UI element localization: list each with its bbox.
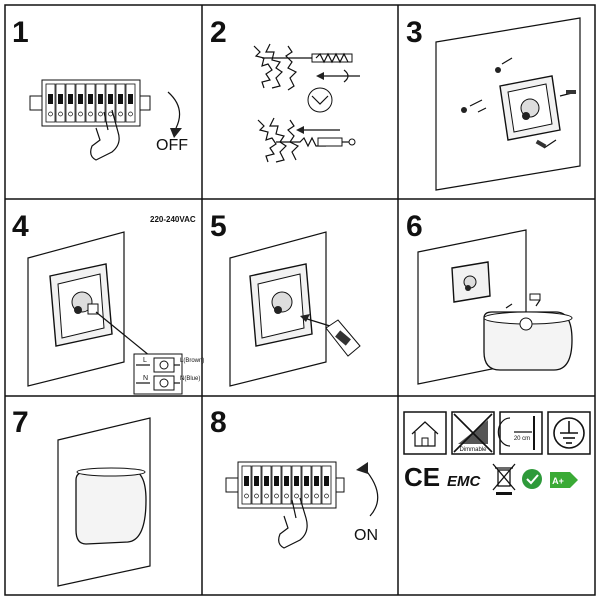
panel-grid: [4, 4, 596, 596]
hand-icon: [90, 109, 120, 161]
detail-leader-line: [95, 311, 151, 357]
dimmable-label: Dimmable: [459, 447, 487, 453]
emc-mark-icon: EMC: [447, 473, 482, 490]
panel-step-7: 7: [12, 406, 151, 587]
indoor-use-icon: [403, 411, 447, 455]
panel-symbols: Dimmable 20 cm CE EMC: [403, 411, 591, 495]
panel-step-6: 6: [406, 210, 573, 385]
l-wire-label: L(Brown): [180, 358, 204, 364]
anchor-detail-icon: [307, 87, 333, 113]
step-number-1: 1: [12, 16, 29, 49]
lamp-housing-icon: [483, 311, 573, 371]
panel-step-2: 2: [210, 16, 360, 163]
step-number-7: 7: [12, 406, 29, 439]
gu10-bulb-icon: [325, 319, 361, 357]
panel-step-5: 5: [210, 210, 361, 387]
weee-bin-icon: [492, 463, 516, 495]
junction-box-icon: [249, 263, 313, 347]
ce-mark-icon: CE: [404, 462, 440, 492]
on-label: ON: [354, 527, 378, 544]
recycle-icon: [522, 469, 542, 489]
off-label: OFF: [156, 137, 188, 154]
panel-step-8: 8 ON: [210, 406, 379, 549]
breaker-panel-icon: [29, 79, 151, 127]
n-wire-label: N(Blue): [180, 376, 200, 382]
junction-box-icon: [451, 261, 491, 303]
min-distance-icon: 20 cm: [497, 411, 543, 455]
step-number-8: 8: [210, 406, 227, 439]
energy-class-icon: A+: [550, 472, 578, 488]
drill-rotate-arrow-icon: [316, 69, 360, 83]
terminal-block-icon: [133, 353, 183, 395]
hand-icon: [278, 497, 308, 549]
panel-step-4: 4 220-240VAC L N L(Brown) N(Blue): [12, 210, 204, 395]
not-dimmable-icon: Dimmable: [451, 411, 495, 455]
panel-step-3: 3: [406, 16, 581, 191]
screw-and-plug-icon: [461, 57, 577, 149]
wall-texture-icon: [252, 42, 300, 163]
fixing-screw-icon: [505, 293, 541, 309]
panel-step-1: 1 OFF: [12, 16, 188, 161]
distance-label: 20 cm: [514, 436, 530, 442]
n-short-label: N: [143, 375, 148, 382]
earth-ground-icon: [547, 411, 591, 455]
energy-class-label: A+: [552, 476, 564, 486]
breaker-panel-icon: [225, 461, 345, 509]
rotate-up-arrow-icon: [356, 462, 379, 517]
lamp-insert-arrow-icon: [300, 314, 331, 327]
voltage-label: 220-240VAC: [150, 215, 196, 224]
step-number-6: 6: [406, 210, 423, 243]
lamp-housing-icon: [75, 467, 147, 545]
step-number-5: 5: [210, 210, 227, 243]
step-number-3: 3: [406, 16, 423, 49]
junction-box-icon: [499, 75, 561, 141]
step-number-2: 2: [210, 16, 227, 49]
wall-plug-icon: [276, 126, 356, 148]
l-short-label: L: [143, 357, 147, 364]
rotate-down-arrow-icon: [167, 91, 182, 138]
junction-box-icon: [49, 263, 113, 347]
drill-bit-icon: [262, 52, 353, 64]
step-number-4: 4: [12, 210, 29, 243]
